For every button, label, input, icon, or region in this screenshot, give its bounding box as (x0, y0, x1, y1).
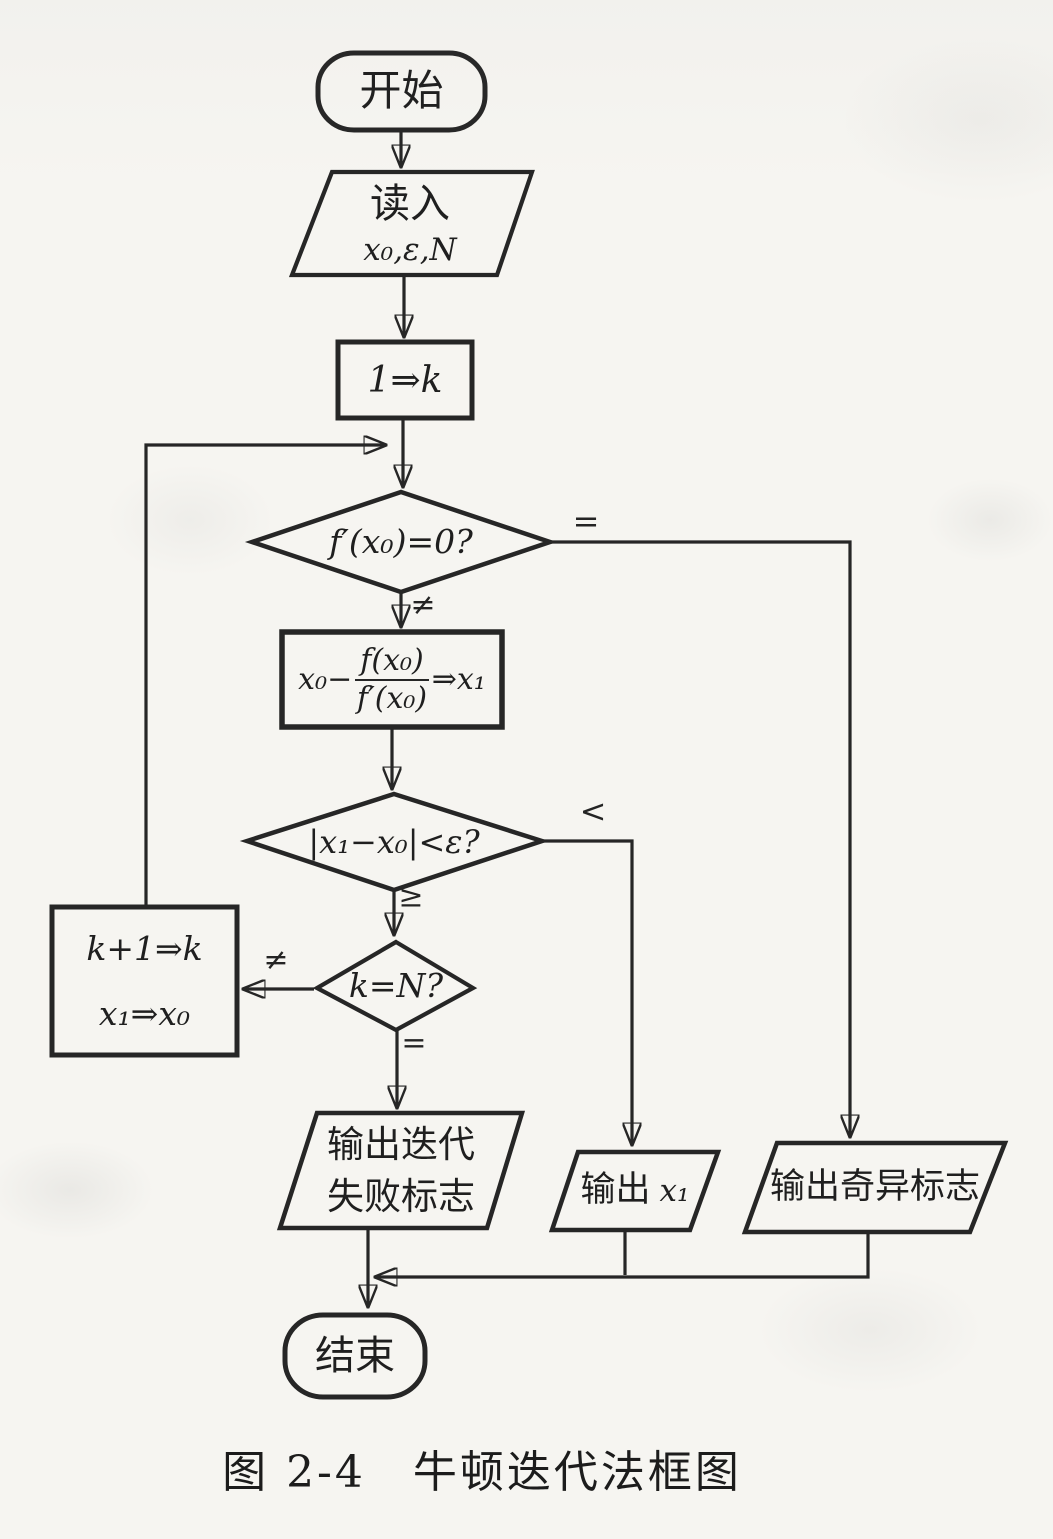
output-x1-var: x₁ (659, 1172, 690, 1209)
edge-derivative-eq-to-singular (550, 540, 850, 1136)
formula-suffix: ⇒x₁ (431, 661, 486, 697)
init-counter-rect (335, 339, 475, 421)
iteration-check-label: k=N? (348, 966, 444, 1006)
update-vars-rect (49, 904, 240, 1058)
read-input-label: 读入 x₀,ε,N (300, 178, 520, 270)
output-singular-parallelogram (741, 1140, 1009, 1235)
read-input-line1: 读入 (370, 180, 450, 227)
init-counter-label: 1⇒k (367, 359, 443, 401)
output-failure-label: 输出迭代 失败标志 (280, 1113, 522, 1228)
branch-label-convergence-less: < (579, 792, 607, 830)
derivative-check-diamond (244, 489, 558, 595)
derivative-check-label: f′(x₀)=0? (329, 522, 473, 562)
output-failure-parallelogram (276, 1110, 526, 1231)
figure-caption: 图 2-4 牛顿迭代法框图 (222, 1447, 742, 1498)
read-input-line2: x₀,ε,N (363, 231, 457, 268)
branch-label-derivative-not-equal: ≠ (410, 587, 436, 623)
formula-prefix: x₀− (298, 661, 353, 697)
end-label: 结束 (315, 1333, 395, 1379)
end-terminal-shape (282, 1312, 428, 1400)
formula-fraction: f(x₀) f′(x₀) (355, 644, 429, 716)
branch-label-iteration-not-equal: ≠ (263, 942, 289, 978)
output-x1-parallelogram (548, 1149, 722, 1233)
branch-label-derivative-equal: = (572, 502, 600, 540)
edge-collector (376, 1232, 870, 1277)
convergence-check-diamond (239, 791, 550, 893)
edge-loop-back (144, 445, 385, 908)
output-failure-line2: 失败标志 (327, 1174, 475, 1218)
read-input-parallelogram (288, 169, 535, 278)
convergence-check-label: |x₁−x₀|<ε? (308, 823, 480, 861)
newton-step-formula: x₀− f(x₀) f′(x₀) ⇒x₁ (284, 634, 500, 725)
formula-denominator: f′(x₀) (356, 680, 428, 716)
iteration-check-diamond (312, 939, 478, 1033)
formula-numerator: f(x₀) (355, 644, 429, 681)
update-vars-line2: x₁⇒x₀ (98, 994, 191, 1033)
output-singular-label: 输出奇异标志 (769, 1166, 980, 1207)
start-label: 开始 (359, 66, 444, 116)
branch-label-iteration-equal: = (401, 1025, 427, 1061)
output-failure-line1: 输出迭代 (327, 1123, 475, 1167)
update-vars-label: k+1⇒k x₁⇒x₀ (52, 907, 237, 1055)
branch-label-convergence-ge: ≥ (398, 879, 424, 915)
output-x1-text: 输出 (580, 1170, 651, 1211)
start-terminal-shape (315, 50, 488, 133)
update-vars-line1: k+1⇒k (86, 928, 203, 968)
output-x1-label: 输出 x₁ (552, 1152, 718, 1230)
edge-convergence-lt-to-output-x1 (542, 839, 632, 1144)
